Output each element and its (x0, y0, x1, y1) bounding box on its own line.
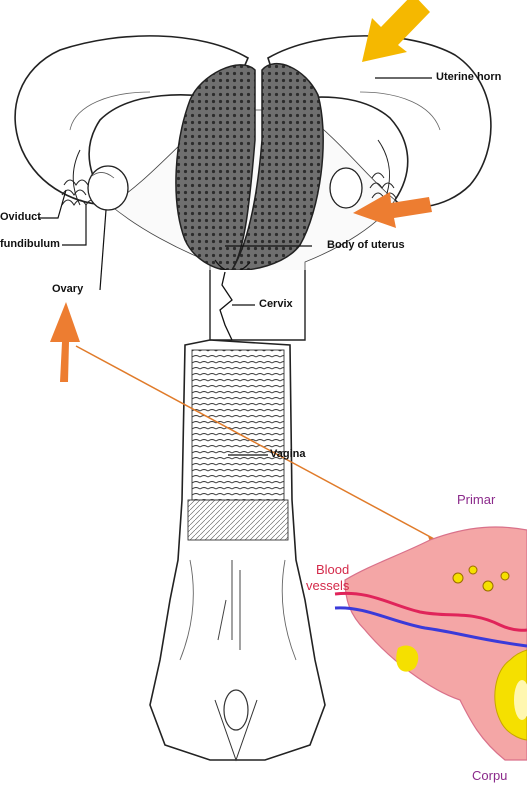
label-uterine-horn: Uterine horn (436, 71, 501, 83)
label-body-of-uterus: Body of uterus (327, 239, 405, 251)
orange-arrow-ovary-left-icon (50, 302, 80, 382)
label-ovary: Ovary (52, 283, 83, 295)
label-infundibulum: fundibulum (0, 238, 60, 250)
inset-label-blood: Blood (316, 562, 349, 577)
right-ovary-shape (330, 168, 362, 208)
label-vagina: Vagina (270, 448, 305, 460)
uterus-body (176, 64, 323, 272)
inset-label-vessels: vessels (306, 578, 349, 593)
inset-label-corpus: Corpu (472, 768, 507, 783)
ovary-inset (335, 527, 527, 760)
vaginal-canal (150, 340, 325, 760)
left-ovary-shape (88, 166, 128, 210)
inset-label-primary: Primar (457, 492, 495, 507)
label-cervix: Cervix (259, 298, 293, 310)
label-oviduct: Oviduct (0, 211, 41, 223)
